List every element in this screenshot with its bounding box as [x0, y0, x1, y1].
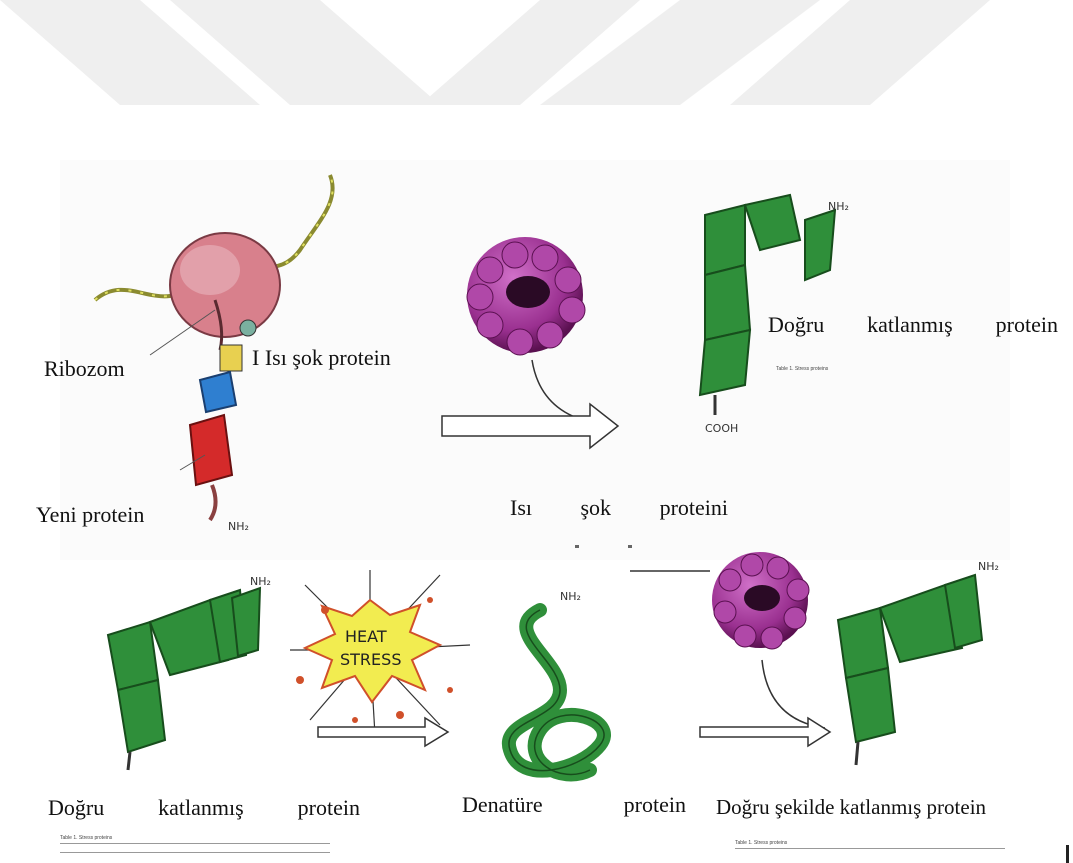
label-isi-sok-protein: I Isı şok protein: [252, 345, 391, 371]
label-dogru-katlanmis-protein-top: Doğru katlanmış protein: [768, 312, 1058, 338]
word: protein: [624, 792, 686, 818]
label-denature-protein: Denatüre protein: [462, 792, 686, 818]
nh2-label-denatured: NH₂: [560, 590, 581, 603]
nh2-label-bottom-left: NH₂: [250, 575, 271, 588]
hollow-arrow-middle: [318, 718, 448, 746]
folded-protein-bottom-right: [838, 575, 982, 742]
heat-stress-burst: HEAT STRESS: [290, 570, 470, 735]
word: Doğru: [48, 795, 104, 821]
label-yeni-protein: Yeni protein: [36, 502, 144, 528]
word: protein: [298, 795, 360, 821]
nh2-label-chain: NH₂: [228, 520, 249, 533]
nh2-label-top: NH₂: [828, 200, 849, 213]
cooh-label: COOH: [705, 422, 738, 435]
word: Isı: [510, 495, 532, 521]
nh2-label-bottom-right: NH₂: [978, 560, 999, 573]
table-rule: [735, 848, 1005, 849]
watermark-stripes: [0, 0, 990, 105]
stress-text: STRESS: [340, 650, 401, 669]
table-rule: [60, 843, 330, 844]
word: şok: [581, 495, 612, 521]
table-caption-fragment: Table 1. Stress proteins: [776, 366, 828, 372]
curved-arrow-bottom: [762, 660, 825, 728]
denatured-protein: [509, 610, 604, 774]
word: proteini: [660, 495, 728, 521]
label-ribozom: Ribozom: [44, 356, 125, 382]
word: katlanmış: [867, 312, 953, 338]
word: katlanmış: [158, 795, 244, 821]
word: Denatüre: [462, 792, 543, 818]
label-dogru-katlanmis-protein-bottom: Doğru katlanmış protein: [48, 795, 360, 821]
word: Doğru: [768, 312, 824, 338]
table-caption-fragment: Table 1. Stress proteins: [735, 840, 787, 846]
hollow-arrow-bottom: [700, 718, 830, 746]
table-caption-fragment: Table 1. Stress proteins: [60, 835, 112, 841]
heat-shock-protein-cluster-bottom: [712, 552, 809, 649]
folded-protein-bottom-left: [108, 588, 260, 752]
label-dogru-sekilde-katlanmis-protein: Doğru şekilde katlanmış protein: [716, 795, 986, 820]
table-rule: [60, 852, 330, 853]
heat-text: HEAT: [345, 627, 387, 646]
word: protein: [996, 312, 1058, 338]
label-isi-sok-proteini: Isı şok proteini: [510, 495, 728, 521]
